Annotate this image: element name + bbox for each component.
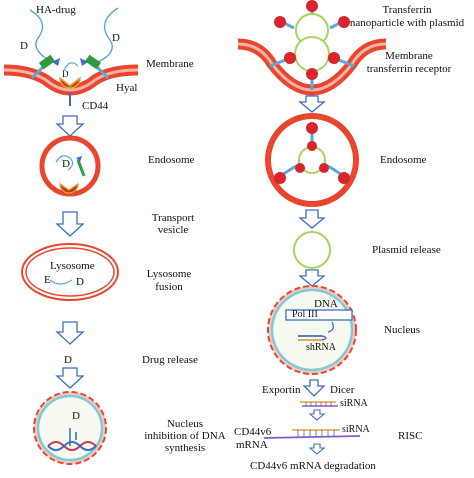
cd44-receptor-right <box>80 54 110 80</box>
label-lysosome-fusion-1: Lysosome <box>146 268 192 280</box>
label-degradation: CD44v6 mRNA degradation <box>250 460 376 472</box>
label-pol-iii: Pol III <box>292 309 318 320</box>
released-plasmid <box>293 231 331 269</box>
endosome-right <box>265 113 359 207</box>
label-nucleus-left-1: Nucleus <box>166 418 204 430</box>
label-lysosome-fusion-2: fusion <box>155 281 183 293</box>
cd44-receptor-left <box>30 54 60 80</box>
label-exportin: Exportin <box>262 384 301 396</box>
label-sirna-2: siRNA <box>342 424 370 435</box>
label-membrane-right-1: Membrane <box>385 50 433 62</box>
label-sirna-1: siRNA <box>340 398 368 409</box>
label-hyal: Hyal <box>116 82 138 94</box>
label-membrane-right-2: transferrin receptor <box>366 63 452 75</box>
arrow-right-5 <box>308 409 326 421</box>
label-nucleus-left-3: synthesis <box>164 442 206 454</box>
sirna-duplex-1 <box>300 401 338 407</box>
label-dicer: Dicer <box>330 384 355 396</box>
lysosome-vesicle <box>21 243 119 301</box>
label-transferrin-2: nanoparticle with plasmid <box>349 17 465 29</box>
label-ha-drug: HA-drug <box>36 4 76 16</box>
nucleus-right <box>267 285 357 375</box>
risc-complex <box>263 429 361 439</box>
arrow-right-6 <box>308 443 326 455</box>
arrow-right-1 <box>298 95 326 113</box>
label-d-left-2: D <box>112 32 120 44</box>
label-nucleus-left-2: inhibition of DNA <box>144 430 226 442</box>
endosome-left <box>39 135 101 197</box>
label-d-lysosome: D <box>76 276 84 288</box>
membrane-left <box>3 64 139 96</box>
label-vesicle: vesicle <box>157 224 189 236</box>
label-risc: RISC <box>398 430 423 442</box>
arrow-left-3 <box>55 321 85 345</box>
label-cd44v6-2: mRNA <box>236 439 268 451</box>
label-endosome-right: Endosome <box>380 154 427 166</box>
hyal-enzyme <box>59 76 81 89</box>
arrow-left-1 <box>55 115 85 137</box>
arrow-left-2 <box>55 211 85 237</box>
label-lysosome: Lysosome <box>50 260 95 272</box>
label-d-endosome: D <box>62 158 70 170</box>
label-drug-release: Drug release <box>142 354 198 366</box>
arrow-right-2 <box>298 209 326 229</box>
nucleus-left <box>33 391 107 465</box>
label-shrna: shRNA <box>306 342 337 353</box>
label-transferrin-1: Transferrin <box>382 4 432 16</box>
label-d-left-1: D <box>20 40 28 52</box>
label-cd44v6-1: CD44v6 <box>234 426 272 438</box>
label-membrane-left: Membrane <box>146 58 194 70</box>
ha-strand-left <box>29 9 53 63</box>
label-endosome-left: Endosome <box>148 154 195 166</box>
transferrin-receptor <box>269 36 355 90</box>
label-transport: Transport <box>151 212 195 224</box>
hyal-endosome <box>59 182 79 194</box>
arrow-left-4 <box>55 367 85 389</box>
label-cd44: CD44 <box>82 100 109 112</box>
label-d-release: D <box>64 354 72 366</box>
label-d-nucleus: D <box>72 410 80 422</box>
label-nucleus-right: Nucleus <box>384 324 421 336</box>
arrow-right-4 <box>302 379 326 397</box>
arrow-right-3 <box>298 269 326 287</box>
ha-strand-center <box>63 62 79 71</box>
label-plasmid-release: Plasmid release <box>372 244 441 256</box>
label-dna: DNA <box>314 298 338 310</box>
label-d-left-3: D <box>62 69 69 79</box>
label-e: E <box>44 274 51 286</box>
ha-strand-right <box>97 7 119 63</box>
